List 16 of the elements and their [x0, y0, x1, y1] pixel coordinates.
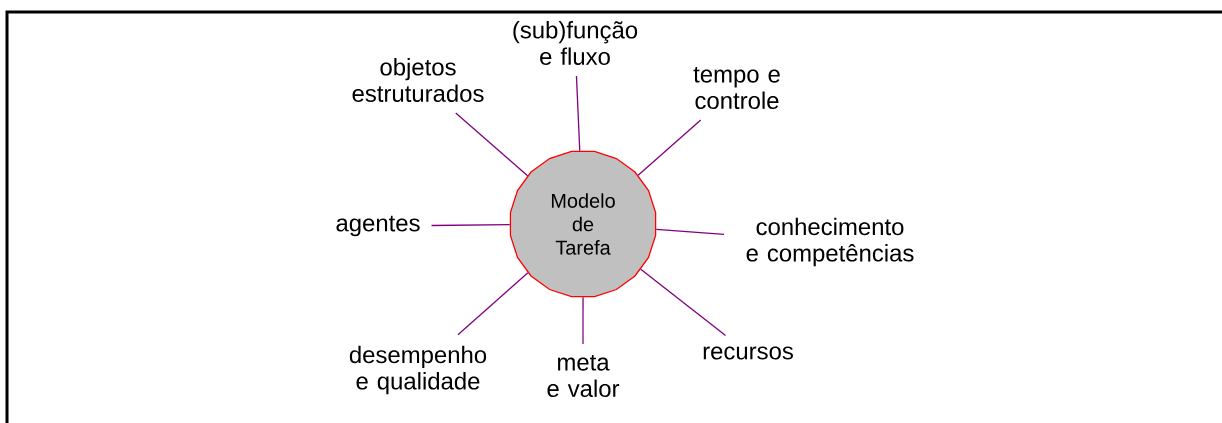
topic-label: conhecimento e competências: [746, 217, 914, 267]
connector-line: [430, 224, 511, 227]
topic-label: meta e valor: [547, 354, 620, 398]
topic-label: objetos estruturados: [352, 58, 484, 102]
connector-line: [582, 296, 584, 345]
connector-line: [637, 119, 702, 176]
connector-line: [575, 75, 581, 152]
topic-label: tempo e controle: [693, 66, 780, 110]
topic-label: (sub)função e fluxo: [513, 21, 638, 65]
connector-line: [640, 268, 727, 337]
connector-line: [455, 112, 529, 177]
topic-label: desempenho e qualidade: [349, 345, 487, 395]
connector-line: [457, 272, 529, 336]
connector-line: [655, 228, 725, 235]
topic-label: agentes: [336, 215, 420, 237]
topic-label: recursos: [703, 346, 793, 360]
